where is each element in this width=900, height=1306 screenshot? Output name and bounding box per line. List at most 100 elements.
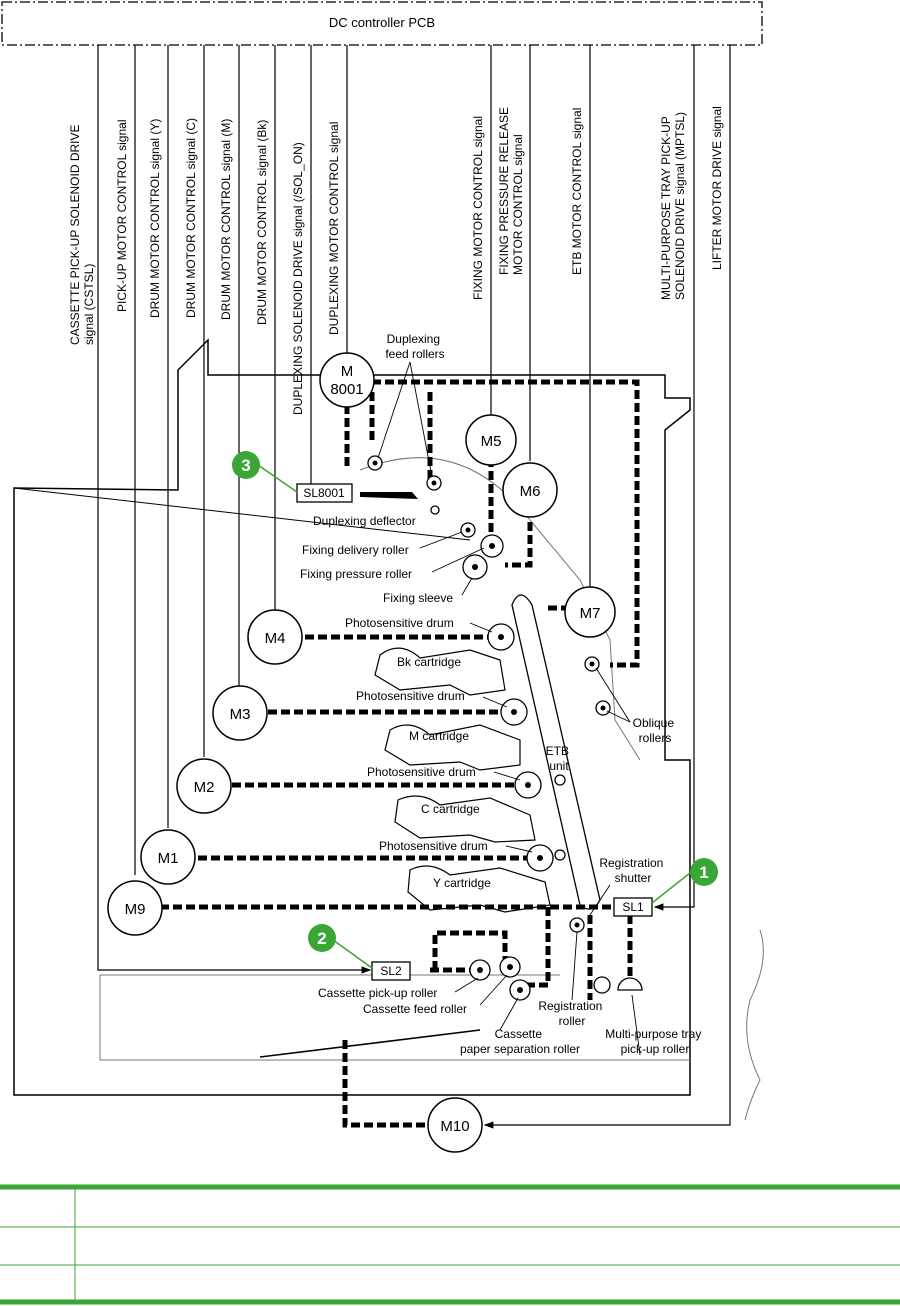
label-cassette-pickup-roller: Cassette pick-up roller — [318, 986, 437, 1000]
motor-label-m9: M9 — [125, 901, 146, 918]
label-photosensitive-drum-m: Photosensitive drum — [356, 689, 465, 703]
legend-table — [0, 1184, 900, 1305]
motor-labels: M 8001 M5 M6 M7 M4 M3 M2 M1 M9 M10 — [125, 363, 601, 1135]
motors — [107, 352, 616, 1153]
signal-label-mptsl: MULTI-PURPOSE TRAY PICK-UP SOLENOID DRIV… — [659, 112, 687, 300]
signal-label-fixing-pressure: FIXING PRESSURE RELEASE MOTOR CONTROL si… — [497, 104, 525, 275]
label-photosensitive-drum-bk: Photosensitive drum — [345, 616, 454, 630]
label-photosensitive-drum-c: Photosensitive drum — [367, 765, 476, 779]
label-fixing-sleeve: Fixing sleeve — [383, 591, 453, 605]
signal-labels: CASSETTE PICK-UP SOLENOID DRIVE signal (… — [68, 104, 724, 415]
label-duplexing-deflector: Duplexing deflector — [313, 514, 416, 528]
motor-m3 — [212, 685, 268, 741]
motor-m4 — [247, 609, 303, 665]
motor-label-m6: M6 — [520, 483, 541, 500]
callout-number-1: 1 — [699, 863, 708, 882]
label-y-cartridge: Y cartridge — [433, 876, 491, 890]
signal-label-cstsl: CASSETTE PICK-UP SOLENOID DRIVE signal (… — [68, 121, 96, 345]
cartridges — [374, 647, 551, 913]
label-m-cartridge: M cartridge — [409, 729, 469, 743]
label-cassette-separation-roller: Cassette paper separation roller — [460, 1027, 580, 1056]
callout-badge-3 — [232, 451, 260, 479]
solenoids: SL8001 SL1 SL2 — [296, 483, 653, 981]
label-line: Oblique — [633, 716, 675, 730]
label-c-cartridge: C cartridge — [421, 802, 480, 816]
motor-label-m1: M1 — [158, 850, 179, 867]
motor-label-m3: M3 — [230, 706, 251, 723]
label-line: Duplexing — [387, 332, 440, 346]
signal-label-line: SOLENOID DRIVE signal (MPTSL) — [673, 112, 687, 300]
label-registration-roller: Registration roller — [538, 999, 605, 1028]
callout-number-2: 2 — [317, 929, 326, 948]
label-etb-unit: ETB unit — [546, 744, 573, 773]
callout-number-3: 3 — [241, 456, 250, 475]
motor-label-m10: M10 — [440, 1118, 469, 1135]
rollers — [367, 455, 643, 1001]
dc-controller-pcb: DC controller PCB — [1, 1, 763, 46]
signal-label-line: MOTOR CONTROL signal — [511, 134, 525, 275]
label-line: ETB — [546, 744, 569, 758]
label-registration-shutter: Registration shutter — [599, 856, 666, 885]
label-line: Cassette — [495, 1027, 543, 1041]
solenoid-sl2 — [371, 961, 411, 981]
solenoid-sl8001 — [296, 483, 353, 503]
label-line: Registration — [538, 999, 602, 1013]
label-line: rollers — [639, 731, 672, 745]
signal-label-duplex-motor: DUPLEXING MOTOR CONTROL signal — [327, 122, 341, 335]
solenoid-label-sl2: SL2 — [380, 964, 402, 978]
signal-label-fixing-motor: FIXING MOTOR CONTROL signal — [471, 116, 485, 300]
idler — [430, 505, 440, 515]
signal-label-drum-y: DRUM MOTOR CONTROL signal (Y) — [148, 119, 162, 318]
signal-label-etb: ETB MOTOR CONTROL signal — [570, 108, 584, 275]
leader-lines — [377, 361, 641, 1056]
signal-label-line: signal (CSTSL) — [82, 264, 96, 345]
label-line: paper separation roller — [460, 1042, 580, 1056]
label-line: Multi-purpose tray — [605, 1027, 701, 1041]
solenoid-label-sl1: SL1 — [622, 900, 644, 914]
pcb-label: DC controller PCB — [329, 15, 435, 30]
label-line: Registration — [599, 856, 663, 870]
signal-label-line: CASSETTE PICK-UP SOLENOID DRIVE — [68, 125, 82, 346]
mp-tray-pickup-roller — [617, 977, 643, 991]
label-fixing-pressure-roller: Fixing pressure roller — [300, 567, 412, 581]
signal-label-sol-on: DUPLEXING SOLENOID DRIVE signal (/SOL_ON… — [291, 142, 305, 415]
signal-wires — [97, 45, 731, 1129]
motor-label-m2: M2 — [194, 779, 215, 796]
roller-hubs — [372, 460, 606, 993]
signal-label-drum-m: DRUM MOTOR CONTROL signal (M) — [219, 119, 233, 320]
callout-badge-1 — [690, 858, 718, 886]
motor-m1 — [140, 829, 196, 885]
label-line: pick-up roller — [621, 1042, 690, 1056]
motor-label-m5: M5 — [481, 433, 502, 450]
label-line: feed rollers — [385, 347, 444, 361]
label-duplexing-feed-rollers: Duplexing feed rollers — [385, 332, 444, 361]
callout-badge-2 — [308, 924, 336, 952]
label-line: unit — [549, 759, 569, 773]
motor-m2 — [176, 758, 232, 814]
label-cassette-feed-roller: Cassette feed roller — [363, 1002, 467, 1016]
label-oblique-rollers: Oblique rollers — [633, 716, 678, 745]
label-bk-cartridge: Bk cartridge — [397, 655, 461, 669]
motor-m9 — [107, 880, 163, 936]
motor-label-m4: M4 — [265, 630, 286, 647]
idler — [554, 849, 566, 861]
signal-label-pickup: PICK-UP MOTOR CONTROL signal — [115, 120, 129, 312]
callouts: 3 1 2 — [232, 451, 718, 969]
label-line: roller — [559, 1014, 586, 1028]
signal-label-drum-c: DRUM MOTOR CONTROL signal (C) — [184, 118, 198, 318]
solenoid-sl1 — [613, 897, 653, 917]
duplexing-deflector — [360, 492, 418, 499]
motor-m6 — [502, 462, 558, 518]
component-labels: Duplexing feed rollers Duplexing deflect… — [300, 332, 701, 1056]
signal-label-lifter: LIFTER MOTOR DRIVE signal — [710, 106, 724, 270]
label-photosensitive-drum-y: Photosensitive drum — [379, 839, 488, 853]
motor-label-m8001-line1: M — [341, 363, 354, 380]
label-line: shutter — [615, 871, 652, 885]
idler — [554, 774, 566, 786]
motor-label-m7: M7 — [580, 605, 601, 622]
motor-m5 — [465, 414, 517, 466]
signal-label-line: FIXING PRESSURE RELEASE — [497, 107, 511, 275]
label-fixing-delivery-roller: Fixing delivery roller — [302, 543, 409, 557]
mp-tray-roller-small — [593, 976, 611, 994]
